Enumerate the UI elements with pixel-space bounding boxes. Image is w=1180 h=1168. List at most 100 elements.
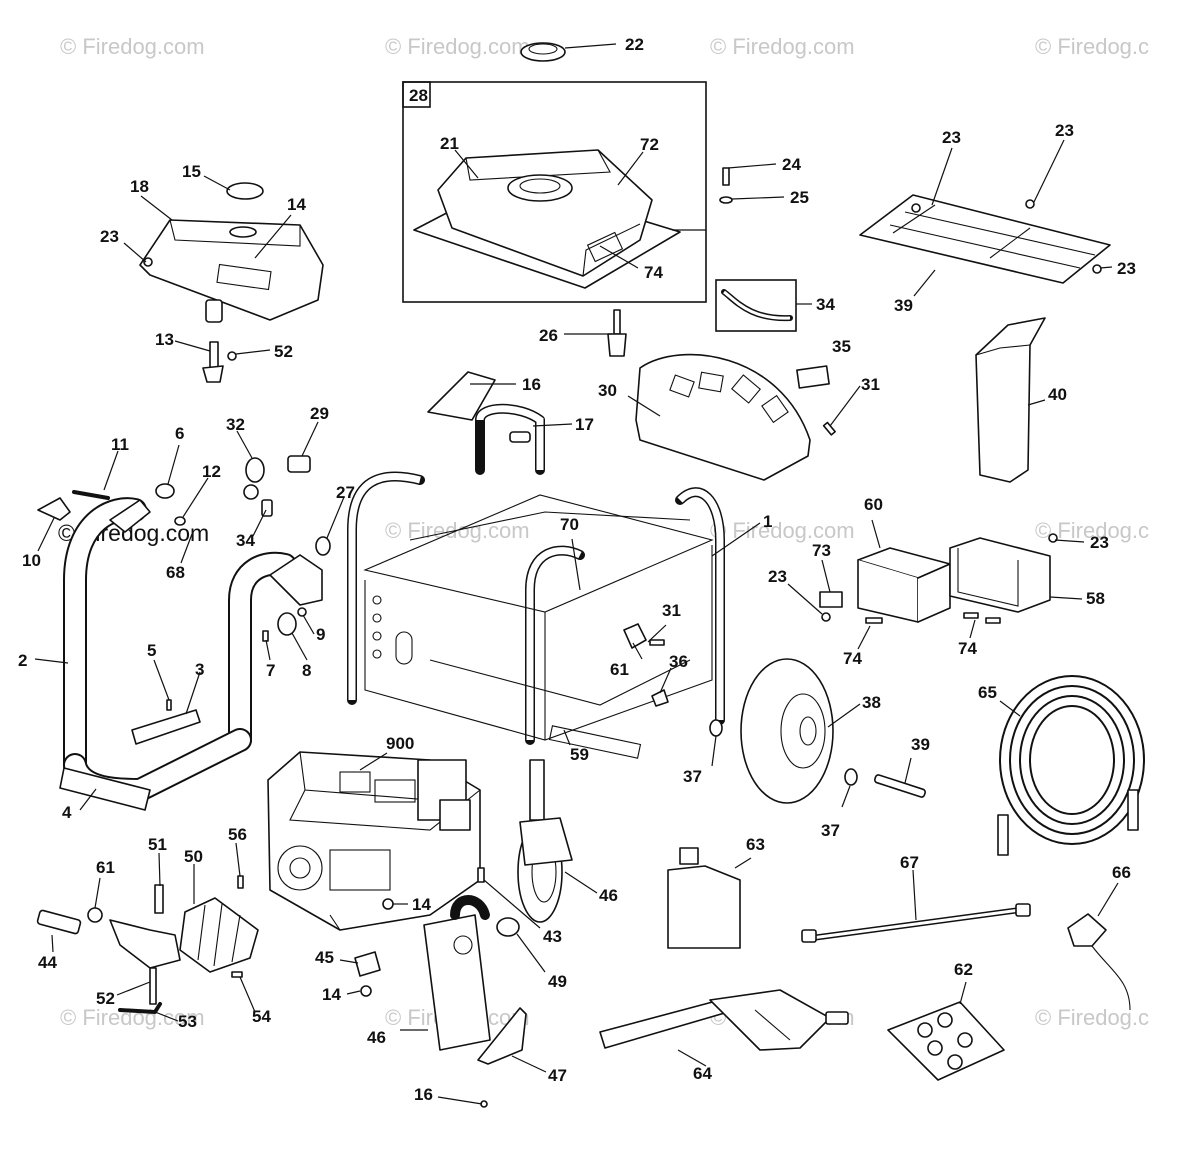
part-number: 29 bbox=[310, 404, 329, 423]
part-number: 24 bbox=[782, 155, 801, 174]
part-number: 37 bbox=[683, 767, 702, 786]
part-23-screw bbox=[821, 612, 831, 622]
part-number: 74 bbox=[958, 639, 977, 658]
part-number: 11 bbox=[111, 435, 129, 454]
part-number: 59 bbox=[570, 745, 589, 764]
part-41-mounting-plate bbox=[859, 194, 1111, 284]
part-number: 52 bbox=[96, 989, 115, 1008]
part-number: 46 bbox=[599, 886, 618, 905]
part-number: 23 bbox=[1090, 533, 1109, 552]
part-23-screw bbox=[1092, 264, 1102, 274]
part-3-bracket bbox=[131, 709, 201, 745]
part-31-screw bbox=[822, 421, 836, 436]
watermark: © Firedog.com bbox=[710, 34, 855, 59]
part-number: 60 bbox=[864, 495, 883, 514]
part-number: 66 bbox=[1112, 863, 1131, 882]
part-12-washer bbox=[174, 516, 186, 526]
part-4-grip bbox=[59, 767, 151, 811]
part-45-mount bbox=[354, 951, 381, 977]
part-number: 38 bbox=[862, 693, 881, 712]
part-number: 23 bbox=[100, 227, 119, 246]
part-35-label bbox=[796, 365, 830, 389]
part-23-screw bbox=[143, 257, 153, 267]
part-number: 39 bbox=[911, 735, 930, 754]
part-42-bracket bbox=[975, 317, 1046, 483]
watermark: © Firedog.com bbox=[710, 518, 855, 543]
part-number: 44 bbox=[38, 953, 57, 972]
part-37-washer bbox=[844, 768, 858, 786]
part-900-engine bbox=[267, 751, 481, 931]
part-8-bushing bbox=[277, 612, 297, 636]
part-number: 9 bbox=[316, 625, 325, 644]
part-5-pin bbox=[166, 699, 172, 711]
part-23-screw bbox=[1048, 533, 1058, 543]
part-49-gasket bbox=[496, 917, 520, 937]
part-65-hose-coil bbox=[997, 675, 1145, 856]
part-29-coupler bbox=[287, 455, 311, 473]
part-number: 74 bbox=[644, 263, 663, 282]
part-14-nut bbox=[382, 898, 394, 910]
watermark: © Firedog.c bbox=[1035, 34, 1149, 59]
part-number: 4 bbox=[62, 803, 72, 822]
part-37-washer bbox=[709, 719, 723, 737]
part-number: 14 bbox=[322, 985, 341, 1004]
part-number: 62 bbox=[954, 960, 973, 979]
part-number: 14 bbox=[412, 895, 431, 914]
watermark: © Firedog.com bbox=[60, 34, 205, 59]
part-30-shroud bbox=[635, 353, 811, 481]
part-2-handle bbox=[63, 497, 323, 803]
part-number: 54 bbox=[252, 1007, 271, 1026]
part-52-fitting bbox=[227, 351, 237, 361]
subassembly-box-28-label-frame bbox=[402, 81, 431, 108]
part-19-bumper bbox=[509, 431, 531, 443]
part-33-fitting bbox=[261, 499, 273, 517]
part-number: 45 bbox=[315, 948, 334, 967]
part-number: 34 bbox=[236, 531, 255, 550]
part-number: 16 bbox=[414, 1085, 433, 1104]
part-61-outlet bbox=[623, 623, 647, 649]
part-50-pump bbox=[109, 884, 259, 1005]
part-number: 13 bbox=[155, 330, 174, 349]
part-number: 56 bbox=[228, 825, 247, 844]
part-number: 50 bbox=[184, 847, 203, 866]
part-number: 25 bbox=[790, 188, 809, 207]
part-number: 22 bbox=[625, 35, 644, 54]
part-1-frame bbox=[347, 403, 725, 759]
part-number: 18 bbox=[130, 177, 149, 196]
part-20-reservoir-tank bbox=[139, 182, 324, 323]
part-43-bolt bbox=[477, 867, 485, 883]
part-25-washer bbox=[719, 196, 733, 204]
part-74-pin bbox=[985, 617, 1001, 624]
part-62-nozzles bbox=[887, 1001, 1005, 1081]
part-number: 23 bbox=[942, 128, 961, 147]
subassembly-box-28 bbox=[402, 81, 707, 303]
watermark: © Firedog.c bbox=[1035, 1005, 1149, 1030]
part-number: 35 bbox=[832, 337, 851, 356]
part-11-bolt bbox=[72, 490, 110, 500]
part-number: 23 bbox=[1117, 259, 1136, 278]
part-number: 7 bbox=[266, 661, 275, 680]
part-68-clamp bbox=[109, 499, 151, 533]
part-number: 31 bbox=[861, 375, 880, 394]
part-64-spray-gun bbox=[599, 989, 849, 1051]
part-67-wand bbox=[801, 903, 1031, 943]
part-63-oil-bottle bbox=[667, 847, 741, 949]
part-number: 49 bbox=[548, 972, 567, 991]
part-number: 23 bbox=[768, 567, 787, 586]
part-number: 61 bbox=[610, 660, 629, 679]
part-number: 6 bbox=[175, 424, 184, 443]
part-number: 3 bbox=[195, 660, 204, 679]
part-number: 5 bbox=[147, 641, 156, 660]
part-number: 23 bbox=[1055, 121, 1074, 140]
part-32-cap bbox=[243, 457, 265, 500]
part-number: 74 bbox=[843, 649, 862, 668]
part-number-labels: 28 22 21 72 24 25 74 26 34 15 18 14 23 1… bbox=[18, 35, 1136, 1104]
part-54-plug bbox=[231, 971, 243, 978]
part-7-screw bbox=[262, 630, 269, 642]
part-47-bracket bbox=[477, 1007, 527, 1065]
part-number: 40 bbox=[1048, 385, 1067, 404]
part-74-pin bbox=[865, 617, 883, 624]
part-57-battery-tray bbox=[949, 537, 1051, 613]
part-26-fuel-valve bbox=[607, 309, 627, 357]
part-number: 63 bbox=[746, 835, 765, 854]
